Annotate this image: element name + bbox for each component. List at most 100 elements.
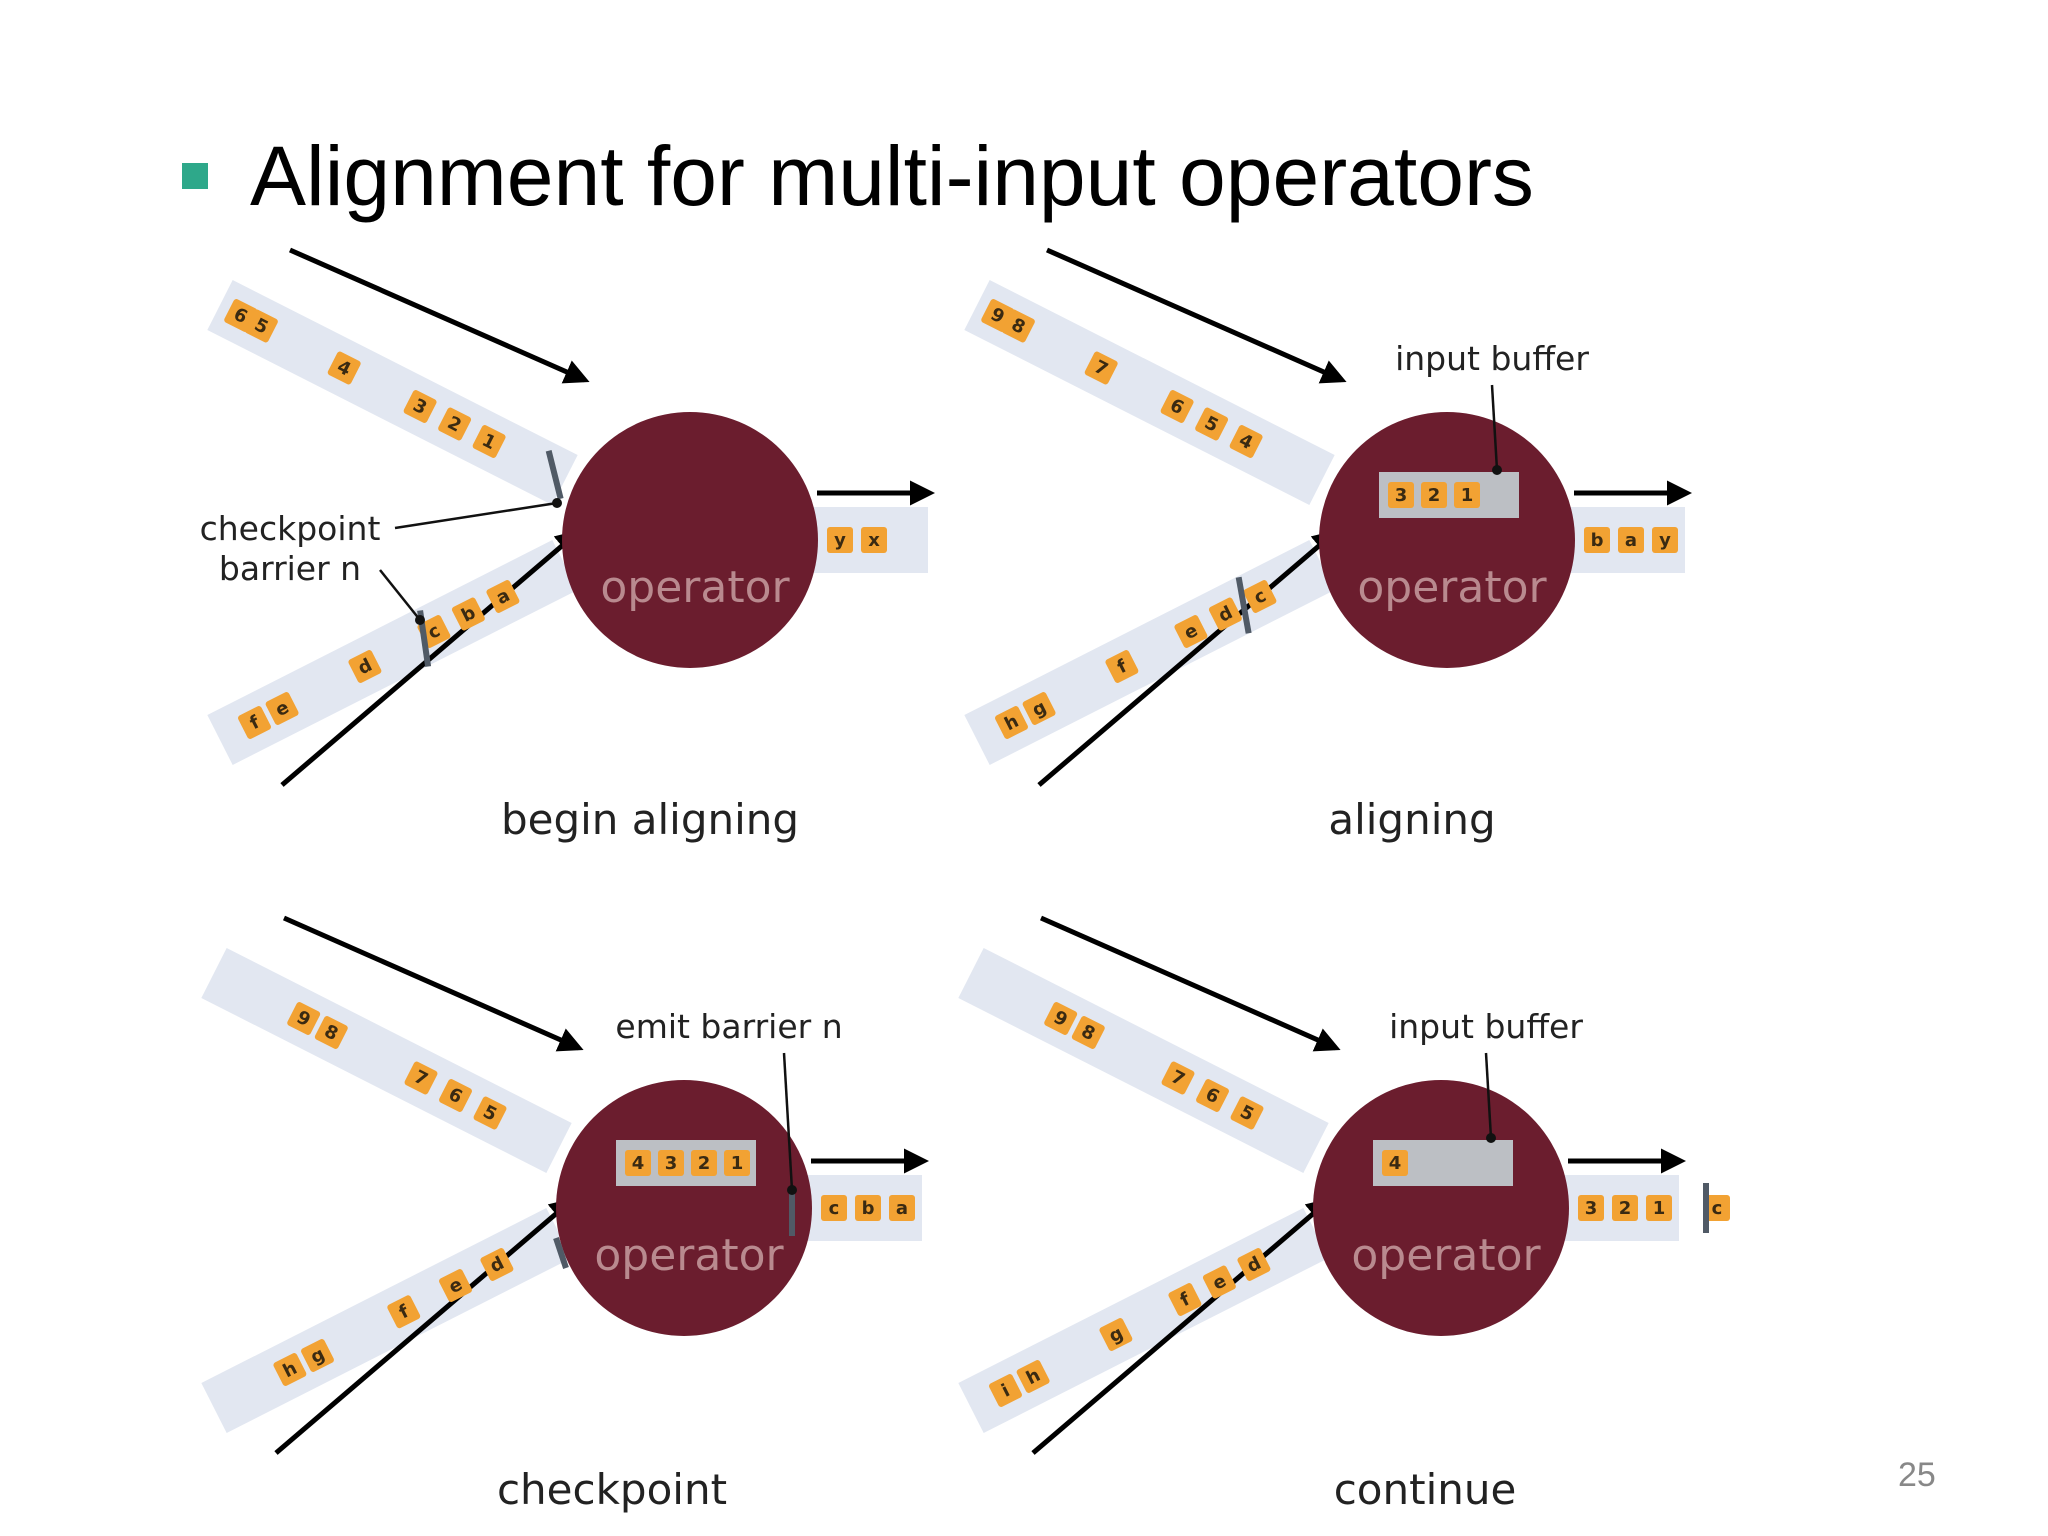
output-token: 2 bbox=[1612, 1195, 1638, 1221]
buffer-token: 3 bbox=[1388, 482, 1414, 508]
annotation-2: emit barrier n bbox=[615, 1007, 842, 1046]
svg-text:x: x bbox=[868, 530, 880, 551]
svg-text:3: 3 bbox=[665, 1153, 678, 1174]
svg-text:1: 1 bbox=[1653, 1198, 1666, 1219]
buffer-token: 4 bbox=[1382, 1150, 1408, 1176]
bottom-input-token: h bbox=[1016, 1360, 1050, 1393]
bottom-input-token: g bbox=[1099, 1318, 1133, 1351]
bottom-input-token: g bbox=[1022, 692, 1056, 725]
operator-label: operator bbox=[594, 1230, 784, 1281]
bottom-input-arrow bbox=[1031, 1197, 1332, 1455]
top-input-arrow bbox=[288, 247, 590, 384]
top-input-token: 4 bbox=[1229, 425, 1263, 458]
bottom-input-token: d bbox=[348, 650, 382, 683]
bottom-input-lane bbox=[201, 1208, 572, 1433]
svg-text:2: 2 bbox=[1619, 1198, 1632, 1219]
panel-caption-continue: continue bbox=[1333, 1465, 1517, 1514]
top-input-arrow bbox=[282, 915, 584, 1052]
annotation-dot bbox=[1492, 465, 1502, 475]
bottom-input-token: g bbox=[301, 1339, 334, 1372]
annotation-dot bbox=[415, 615, 425, 625]
panel-caption-checkpoint: checkpoint bbox=[496, 1465, 728, 1514]
top-input-token: 6 bbox=[1196, 1079, 1229, 1112]
slide-title: Alignment for multi-input operators bbox=[250, 129, 1534, 223]
svg-text:4: 4 bbox=[632, 1153, 645, 1174]
bottom-input-token: h bbox=[995, 706, 1028, 739]
annotation-dot bbox=[1486, 1133, 1496, 1143]
output-token: b bbox=[855, 1195, 881, 1221]
output-token: y bbox=[1652, 527, 1678, 553]
top-input-arrow bbox=[1039, 915, 1341, 1052]
operator-circle bbox=[1313, 1080, 1569, 1336]
annotation-pointer bbox=[379, 569, 421, 621]
top-input-token: 5 bbox=[1195, 407, 1229, 441]
annotation-1: input buffer bbox=[1395, 339, 1589, 378]
annotation-pointer bbox=[1484, 1052, 1493, 1139]
top-input-token: 7 bbox=[1084, 351, 1118, 385]
output-token: 3 bbox=[1578, 1195, 1604, 1221]
bullet-square-icon bbox=[182, 163, 208, 189]
top-input-token: 8 bbox=[1001, 309, 1035, 343]
annotation-pointer bbox=[1490, 384, 1499, 471]
bottom-input-token: e bbox=[265, 692, 299, 725]
top-input-token: 3 bbox=[403, 390, 437, 423]
operator-circle bbox=[562, 412, 818, 668]
bottom-input-token: e bbox=[1202, 1265, 1236, 1299]
svg-text:1: 1 bbox=[731, 1153, 744, 1174]
top-input-token: 4 bbox=[327, 351, 361, 385]
page-number: 25 bbox=[1898, 1456, 1936, 1494]
buffer-token: 4 bbox=[625, 1150, 651, 1176]
svg-text:y: y bbox=[834, 530, 846, 551]
svg-text:4: 4 bbox=[1389, 1153, 1402, 1174]
top-input-token: 2 bbox=[438, 407, 472, 441]
panel-caption-aligning: aligning bbox=[1328, 795, 1496, 844]
annotation-3: input buffer bbox=[1389, 1007, 1583, 1046]
bottom-input-token: f bbox=[1168, 1283, 1202, 1316]
svg-text:3: 3 bbox=[1585, 1198, 1598, 1219]
top-input-token: 9 bbox=[1044, 1002, 1078, 1035]
checkpoint-barrier-bottom bbox=[1235, 576, 1252, 634]
operator-circle bbox=[556, 1080, 812, 1336]
top-input-token: 8 bbox=[314, 1016, 348, 1049]
bottom-input-token: f bbox=[1105, 650, 1139, 683]
buffer-token: 2 bbox=[691, 1150, 717, 1176]
output-token: b bbox=[1584, 527, 1610, 553]
bottom-input-token: c bbox=[1243, 580, 1277, 613]
annotation-checkpoint: checkpoint bbox=[200, 509, 381, 548]
output-token: a bbox=[1618, 527, 1644, 553]
top-input-token: 7 bbox=[404, 1061, 438, 1095]
svg-text:b: b bbox=[862, 1198, 875, 1219]
output-token: a bbox=[889, 1195, 915, 1221]
output-token: c bbox=[821, 1195, 847, 1221]
output-token: c bbox=[1704, 1195, 1730, 1221]
top-input-token: 5 bbox=[244, 309, 278, 343]
bottom-input-token: d bbox=[1237, 1248, 1271, 1281]
svg-text:c: c bbox=[1712, 1198, 1723, 1219]
bottom-input-token: i bbox=[989, 1374, 1022, 1407]
svg-text:3: 3 bbox=[1395, 485, 1408, 506]
top-input-lane bbox=[201, 948, 572, 1173]
svg-text:b: b bbox=[1591, 530, 1604, 551]
output-token: 1 bbox=[1646, 1195, 1672, 1221]
bottom-input-arrow bbox=[1037, 529, 1338, 787]
top-input-token: 5 bbox=[1230, 1096, 1264, 1130]
annotation-pointer bbox=[782, 1052, 794, 1191]
top-input-token: 1 bbox=[472, 425, 506, 458]
buffer-token: 2 bbox=[1421, 482, 1447, 508]
svg-text:y: y bbox=[1659, 530, 1671, 551]
bottom-input-lane bbox=[958, 1208, 1329, 1433]
annotation-barrier-n: barrier n bbox=[219, 549, 361, 588]
bottom-input-token: h bbox=[273, 1353, 307, 1386]
bottom-input-token: d bbox=[480, 1248, 514, 1281]
output-token: x bbox=[861, 527, 887, 553]
top-input-token: 6 bbox=[439, 1079, 472, 1112]
buffer-token: 3 bbox=[658, 1150, 684, 1176]
svg-text:a: a bbox=[896, 1198, 908, 1219]
svg-text:a: a bbox=[1625, 530, 1637, 551]
checkpoint-barrier-top bbox=[545, 450, 564, 500]
bottom-input-token: e bbox=[439, 1269, 472, 1302]
